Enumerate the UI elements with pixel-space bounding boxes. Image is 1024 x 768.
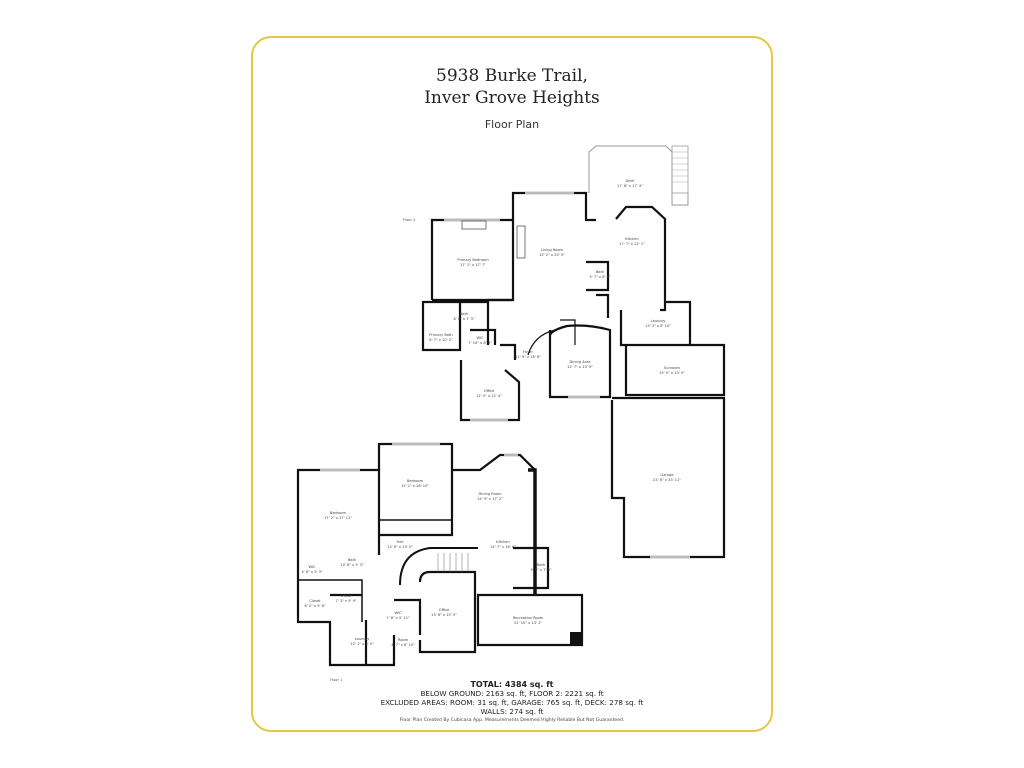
svg-text:Primary Bedroom: Primary Bedroom (457, 258, 489, 262)
excluded-areas: EXCLUDED AREAS: ROOM: 31 sq. ft, GARAGE:… (380, 698, 644, 707)
svg-text:Foyer: Foyer (523, 350, 533, 354)
svg-text:14' 9" x 17' 2": 14' 9" x 17' 2" (477, 497, 503, 501)
svg-text:7' 10" x 8' 3": 7' 10" x 8' 3" (468, 341, 492, 345)
svg-text:14' 7" x 16' 8": 14' 7" x 16' 8" (490, 545, 516, 549)
total-area: TOTAL: 4384 sq. ft (470, 680, 554, 689)
svg-text:Office: Office (439, 608, 450, 612)
svg-text:Bath: Bath (460, 312, 468, 316)
svg-text:6' 2" x 9' 8": 6' 2" x 9' 8" (304, 604, 325, 608)
svg-text:Bedroom: Bedroom (407, 479, 424, 483)
svg-text:4' 7" x 6' 10": 4' 7" x 6' 10" (391, 643, 415, 647)
svg-text:WIC: WIC (476, 336, 484, 340)
svg-text:Closet: Closet (309, 599, 321, 603)
svg-text:Bath: Bath (596, 270, 604, 274)
svg-text:WIC: WIC (308, 565, 316, 569)
svg-text:Garage: Garage (660, 473, 674, 477)
svg-text:17' 7" x 22' 1": 17' 7" x 22' 1" (619, 242, 645, 246)
floor-2-label: Floor 2 (403, 218, 415, 222)
svg-text:11' 9" x 16' 8": 11' 9" x 16' 8" (515, 355, 541, 359)
svg-text:Laundry: Laundry (355, 637, 371, 641)
svg-text:13' 2" x 8' 10": 13' 2" x 8' 10" (645, 324, 671, 328)
svg-text:6' 8" x 7' 3": 6' 8" x 7' 3" (453, 317, 474, 321)
svg-text:Sunroom: Sunroom (664, 366, 681, 370)
svg-text:17' 8" x 17' 4": 17' 8" x 17' 4" (617, 184, 643, 188)
svg-text:12' 1" x 9' 5": 12' 1" x 9' 5" (350, 642, 374, 646)
disclaimer: Floor Plan Created By Cubicasa App. Meas… (399, 718, 625, 723)
svg-text:Bedroom: Bedroom (330, 511, 347, 515)
svg-text:7' 3" x 9' 9": 7' 3" x 9' 9" (335, 599, 356, 603)
address-line-1: 5938 Burke Trail, (436, 66, 588, 86)
floor-1-label: Floor 1 (330, 678, 342, 682)
svg-text:5' 9" x 7' 9": 5' 9" x 7' 9" (530, 568, 551, 572)
svg-text:4' 8" x 5' 3": 4' 8" x 5' 3" (301, 570, 322, 574)
svg-text:Kitchen: Kitchen (496, 540, 510, 544)
svg-text:Office: Office (341, 594, 352, 598)
svg-text:Kitchen: Kitchen (625, 237, 639, 241)
lower-floor (296, 442, 584, 667)
floor-plan-subtitle: Floor Plan (484, 118, 540, 131)
svg-text:10' 8" x 5' 3": 10' 8" x 5' 3" (340, 563, 364, 567)
svg-text:12' 7" x 13' 9": 12' 7" x 13' 9" (567, 365, 593, 369)
svg-text:13' 6" x 23' 5": 13' 6" x 23' 5" (387, 545, 413, 549)
svg-text:15' 2" x 20' 5": 15' 2" x 20' 5" (539, 253, 565, 257)
walls-area: WALLS: 274 sq. ft (480, 707, 544, 716)
svg-text:Laundry: Laundry (651, 319, 667, 323)
svg-text:21' 10" x 13' 1": 21' 10" x 13' 1" (514, 621, 542, 625)
svg-text:WIC: WIC (394, 611, 402, 615)
svg-text:13' 8" x 15' 5": 13' 8" x 15' 5" (431, 613, 457, 617)
svg-text:17' 2" x 17' 11": 17' 2" x 17' 11" (324, 516, 352, 520)
svg-text:Primary Bath: Primary Bath (429, 333, 452, 337)
address-line-2: Inver Grove Heights (424, 88, 600, 108)
svg-text:Bath: Bath (537, 563, 545, 567)
svg-text:Room: Room (398, 638, 409, 642)
svg-text:19' 0" x 13' 5": 19' 0" x 13' 5" (659, 371, 685, 375)
svg-text:Bath: Bath (348, 558, 356, 562)
svg-text:Recreation Room: Recreation Room (513, 616, 544, 620)
svg-text:7' 6" x 5' 11": 7' 6" x 5' 11" (386, 616, 410, 620)
svg-text:Dining Area: Dining Area (569, 360, 590, 364)
svg-text:Living Room: Living Room (541, 248, 564, 252)
svg-text:23' 6" x 33' 11": 23' 6" x 33' 11" (653, 478, 681, 482)
svg-text:Hall: Hall (397, 540, 404, 544)
svg-text:5' 7" x 8' 6": 5' 7" x 8' 6" (589, 275, 610, 279)
area-breakdown: BELOW GROUND: 2163 sq. ft, FLOOR 2: 2221… (420, 689, 604, 698)
svg-text:Office: Office (484, 389, 495, 393)
upper-floor (421, 145, 726, 559)
svg-text:17' 1" x 17' 7": 17' 1" x 17' 7" (460, 263, 486, 267)
svg-text:Dining Room: Dining Room (479, 492, 502, 496)
svg-text:12' 5" x 12' 4": 12' 5" x 12' 4" (476, 394, 502, 398)
room-deck: Deck (625, 179, 635, 183)
svg-text:8' 7" x 10' 2": 8' 7" x 10' 2" (429, 338, 453, 342)
svg-text:15' 1" x 16' 10": 15' 1" x 16' 10" (401, 484, 429, 488)
